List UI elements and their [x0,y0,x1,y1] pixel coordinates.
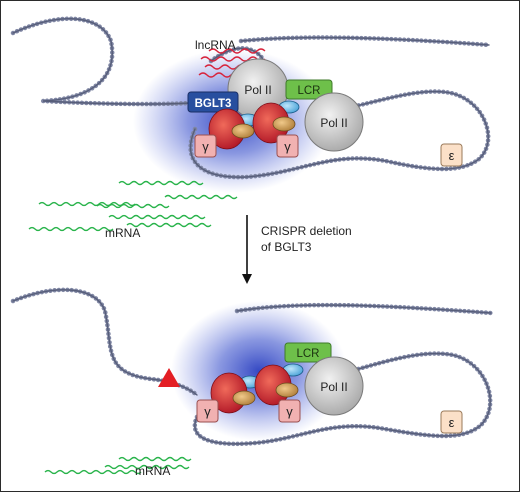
epsilon-box-bottom [440,410,463,434]
gamma-box-top-right [276,134,299,158]
tan-protein-top-right [272,116,296,132]
transition-arrow: CRISPR deletion of BGLT3 [242,215,352,284]
deletion-marker-triangle [158,368,180,387]
mrna-label-top: mRNA [105,226,140,240]
epsilon-box-top [440,143,463,167]
bglt3-label: BGLT3 [195,98,232,110]
mrna-transcripts-bottom [44,456,192,475]
top-panel: lncRNA Pol II BGLT3 LCR Pol II γ γ ε [10,16,492,240]
bottom-panel: LCR Pol II γ γ ε mRNA [10,287,494,478]
tan-protein-top-left [231,123,255,139]
pol-ii-lower [304,92,364,152]
gamma-box-top-left [194,134,217,158]
gamma-label-bottom-left: γ [204,404,211,419]
pol-ii-bottom-label: Pol II [320,380,347,394]
lncrna-label: lncRNA [195,38,236,52]
gamma-label-top-left: γ [202,139,209,154]
epsilon-label-bottom: ε [449,415,455,430]
gamma-label-bottom-right: γ [286,404,293,419]
pol-ii-upper-label: Pol II [244,83,271,97]
pol-ii-bottom [304,356,364,416]
lcr-box-top [285,79,333,100]
arrow-label-line1: CRISPR deletion [261,224,352,238]
bglt3-box [187,91,239,113]
mrna-transcripts-top [28,180,238,232]
tan-protein-bottom-left [232,390,256,406]
top-chromatin-fiber [10,16,492,180]
lcr-label-top: LCR [297,85,320,97]
gamma-box-bottom-left [196,399,219,423]
tan-protein-bottom-right [275,382,299,398]
arrow-label-line2: of BGLT3 [261,240,312,254]
lcr-box-bottom [284,342,332,363]
gamma-box-bottom-right [278,399,301,423]
mrna-label-bottom: mRNA [135,464,170,478]
gamma-label-top-right: γ [284,139,291,154]
pol-ii-lower-label: Pol II [320,116,347,130]
epsilon-label-top: ε [449,148,455,163]
lcr-label-bottom: LCR [296,348,319,360]
